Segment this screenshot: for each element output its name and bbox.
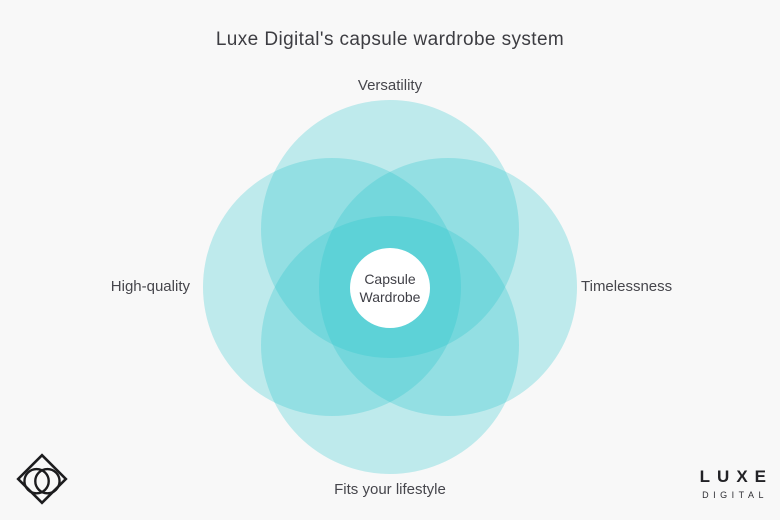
venn-label-timelessness: Timelessness xyxy=(581,278,673,295)
venn-label-high-quality: High-quality xyxy=(110,278,190,295)
venn-center-hub: Capsule Wardrobe xyxy=(350,248,430,328)
page-title: Luxe Digital's capsule wardrobe system xyxy=(215,29,565,50)
venn-label-versatility: Versatility xyxy=(357,77,423,94)
venn-center-label-line2: Wardrobe xyxy=(359,289,421,305)
wordmark-digital: DIGITAL xyxy=(702,490,768,500)
venn-label-fits-your-lifestyle: Fits your lifestyle xyxy=(334,481,446,498)
luxe-digital-wordmark: LUXE DIGITAL xyxy=(700,467,766,500)
luxe-digital-diamond-logo-icon xyxy=(16,453,68,505)
venn-center-label-line1: Capsule xyxy=(364,271,416,287)
wordmark-luxe: LUXE xyxy=(699,467,773,486)
